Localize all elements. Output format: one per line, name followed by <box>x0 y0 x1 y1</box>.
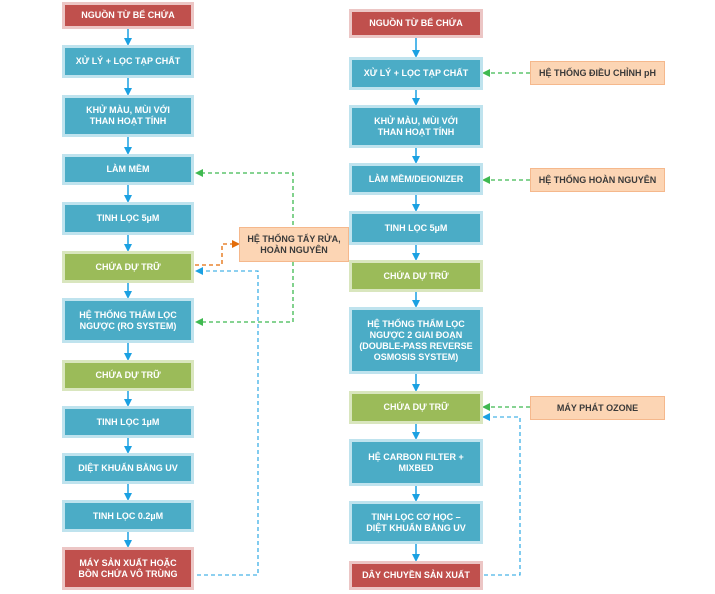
left-storage-1-box: CHỨA DỰ TRỮ <box>62 251 194 283</box>
left-1um-filter-box: TINH LỌC 1µM <box>62 406 194 438</box>
left-filter-impurities-box: XỬ LÝ + LỌC TẠP CHẤT <box>62 45 194 78</box>
left-storage-2-box: CHỨA DỰ TRỮ <box>62 360 194 391</box>
cleaning-dashed-lines <box>195 169 294 326</box>
right-softening-deionizer-box: LÀM MỀM/DEIONIZER <box>349 163 483 195</box>
left-activated-carbon-box: KHỬ MÀU, MÙI VỚI THAN HOẠT TÍNH <box>62 95 194 137</box>
storage-to-cleaning-line <box>195 240 240 266</box>
right-storage-1-box: CHỨA DỰ TRỮ <box>349 260 483 292</box>
regeneration-box: HỆ THỐNG HOÀN NGUYÊN <box>530 168 665 192</box>
right-double-pass-ro-box: HỆ THỐNG THẨM LỌC NGƯỢC 2 GIAI ĐOẠN (DOU… <box>349 307 483 374</box>
right-aux-dashed-lines <box>482 69 530 411</box>
ozone-generator-box: MÁY PHÁT OZONE <box>530 396 665 420</box>
left-ro-system-box: HỆ THỐNG THẨM LỌC NGƯỢC (RO SYSTEM) <box>62 298 194 343</box>
left-source-box: NGUỒN TỪ BỂ CHỨA <box>62 2 194 29</box>
right-mechanical-uv-box: TINH LỌC CƠ HỌC – DIỆT KHUẨN BẰNG UV <box>349 501 483 544</box>
right-activated-carbon-box: KHỬ MÀU, MÙI VỚI THAN HOẠT TÍNH <box>349 105 483 148</box>
right-output-box: DÂY CHUYỀN SẢN XUẤT <box>349 561 483 590</box>
right-source-box: NGUỒN TỪ BỂ CHỨA <box>349 9 483 38</box>
left-5um-filter-box: TINH LỌC 5µM <box>62 202 194 235</box>
right-carbon-mixbed-box: HỆ CARBON FILTER + MIXBED <box>349 439 483 486</box>
right-5um-filter-box: TINH LỌC 5µM <box>349 211 483 245</box>
ph-adjustment-box: HỆ THỐNG ĐIỀU CHỈNH pH <box>530 61 665 85</box>
left-0.2um-filter-box: TINH LỌC 0.2µM <box>62 500 194 532</box>
right-filter-impurities-box: XỬ LÝ + LỌC TẠP CHẤT <box>349 57 483 90</box>
left-recirculation-loop <box>195 267 259 576</box>
cleaning-regeneration-box: HỆ THỐNG TẨY RỬA, HOÀN NGUYÊN <box>239 227 349 262</box>
left-output-box: MÁY SẢN XUẤT HOẶC BỒN CHỨA VÔ TRÙNG <box>62 547 194 590</box>
right-storage-2-box: CHỨA DỰ TRỮ <box>349 391 483 424</box>
left-uv-sterilize-box: DIỆT KHUẨN BẰNG UV <box>62 453 194 484</box>
right-recirculation-loop <box>482 413 521 576</box>
left-softening-box: LÀM MỀM <box>62 154 194 185</box>
